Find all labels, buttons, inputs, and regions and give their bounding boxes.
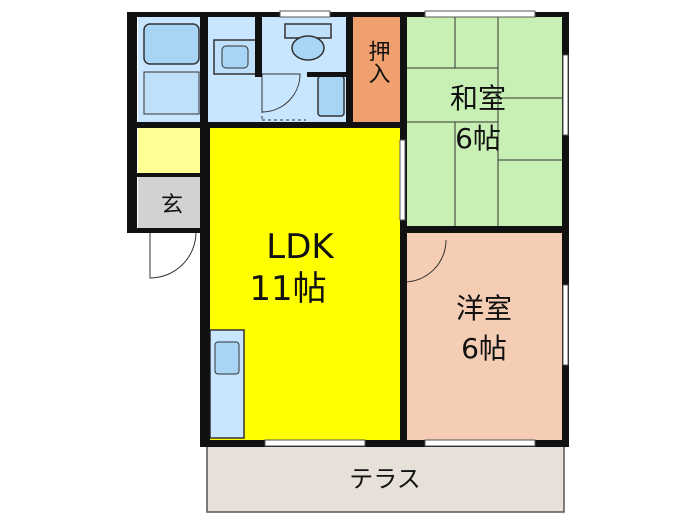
- youshitsu-size: 6帖: [461, 332, 507, 365]
- washitsu-name: 和室: [450, 82, 506, 115]
- tatami-lines: [404, 15, 564, 229]
- genkan-area: [138, 177, 206, 230]
- windows: [264, 10, 569, 447]
- toilet-door-swing: [261, 73, 301, 113]
- ldk-name: LDK: [266, 227, 335, 267]
- entrance-door-swing: [149, 231, 197, 279]
- genkan-label: 玄: [161, 193, 183, 218]
- ldk-size: 11帖: [249, 269, 326, 309]
- oshiire-area: [352, 15, 402, 125]
- youshitsu-area: [404, 233, 564, 441]
- toilet-bowl: [291, 35, 325, 61]
- walls: [127, 12, 569, 447]
- washbasin-bowl: [221, 45, 249, 69]
- youshitsu-door-swing: [403, 239, 447, 283]
- terrace-label: テラス: [349, 465, 421, 493]
- storage-area: [138, 127, 206, 175]
- kitchen-sink: [214, 341, 240, 375]
- bathtub: [143, 23, 200, 65]
- youshitsu-name: 洋室: [456, 292, 512, 325]
- oshiire-label: 押入: [365, 40, 391, 84]
- bath-floor: [143, 71, 200, 115]
- terrace-area: [206, 443, 565, 513]
- washitsu-size: 6帖: [455, 122, 501, 155]
- toilet-sink: [317, 75, 345, 117]
